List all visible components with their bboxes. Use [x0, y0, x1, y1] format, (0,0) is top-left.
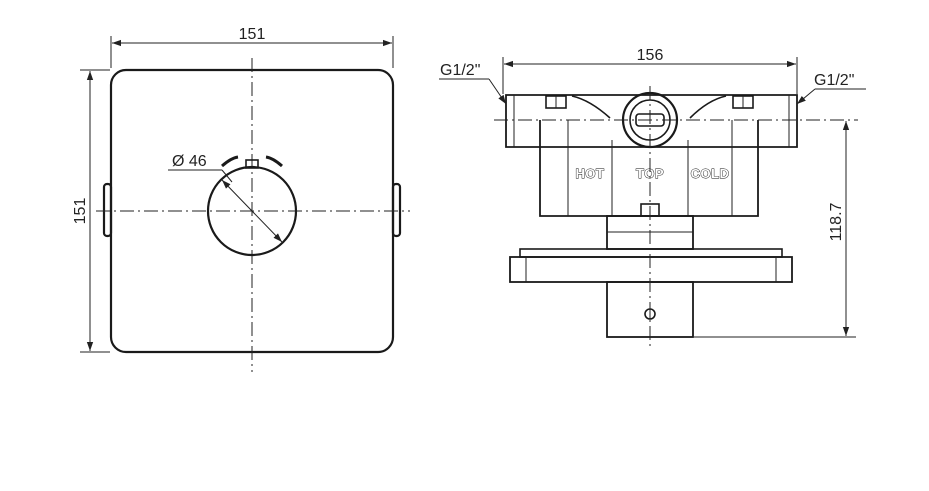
inlet-right-leader: [796, 88, 816, 105]
knob-diameter-leader-2: [221, 169, 233, 183]
label-hot: HOT: [576, 166, 605, 181]
inlet-left-label: G1/2": [440, 62, 480, 79]
inlet-pipe: [505, 94, 798, 148]
label-top: TOP: [636, 166, 664, 181]
shoulder-left: [571, 95, 611, 119]
side-view: HOT TOP COLD 156 G1/2" G1/2": [439, 47, 866, 350]
knob-arc-right: [265, 155, 283, 168]
front-view: Ø 46 151 151: [72, 26, 410, 372]
shoulder-right: [689, 95, 727, 119]
side-depth-label: 118.7: [828, 202, 845, 241]
front-knob: [206, 165, 298, 257]
inlet-right-label: G1/2": [814, 72, 854, 89]
front-height-label: 151: [72, 198, 89, 225]
inlet-left-leader: [488, 78, 507, 105]
front-width-label: 151: [239, 26, 266, 43]
label-cold: COLD: [691, 166, 730, 181]
front-right-bump: [391, 182, 402, 238]
knob-diameter-label: Ø 46: [172, 153, 207, 170]
knob-indicator: [245, 159, 259, 169]
wall-plate: [509, 256, 793, 283]
knob-diameter-line: [221, 179, 283, 243]
side-width-label: 156: [637, 47, 664, 64]
front-left-bump: [102, 182, 113, 238]
knob-arc-left: [221, 155, 239, 168]
wall-plate-back: [519, 248, 783, 258]
